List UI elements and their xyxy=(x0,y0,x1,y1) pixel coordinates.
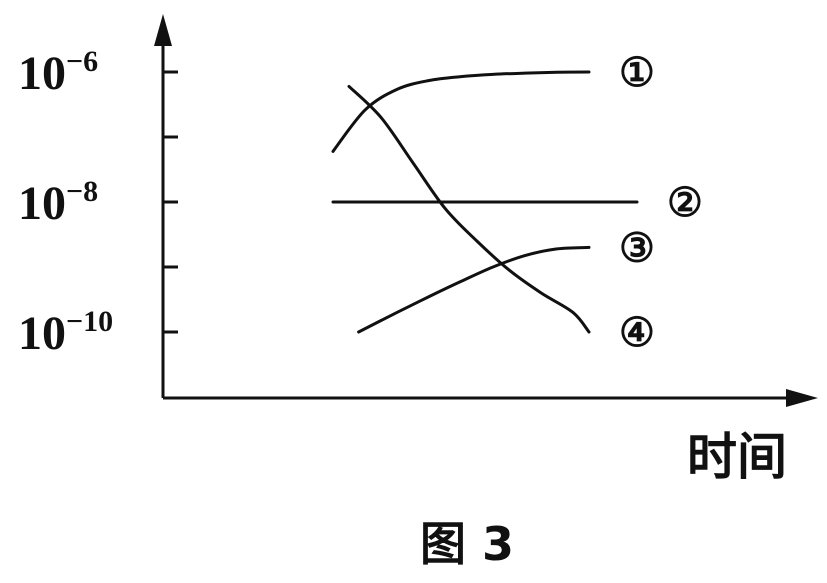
series-group xyxy=(331,70,639,334)
y-axis xyxy=(154,14,172,398)
series-labels: ① ②③ ④ xyxy=(619,50,703,355)
y-tick-exponent: −8 xyxy=(66,175,98,208)
y-tick-label: 10−8 xyxy=(18,175,98,230)
y-tick-label: 10−10 xyxy=(18,305,113,360)
y-tick-label: 10−6 xyxy=(18,45,98,100)
y-ticks: 10−610−810−10 xyxy=(18,45,178,360)
y-tick-base: 10 xyxy=(18,177,66,230)
series-line-4 xyxy=(347,84,591,334)
series-line-3 xyxy=(357,245,591,334)
y-tick-exponent: −6 xyxy=(66,45,98,78)
series-label-3: ③ xyxy=(619,225,655,270)
y-tick-base: 10 xyxy=(18,307,66,360)
x-axis-label: 时间 xyxy=(687,428,787,486)
series-label-1: ① xyxy=(619,50,655,95)
y-tick-base: 10 xyxy=(18,47,66,100)
series-label-2: ② xyxy=(667,180,703,225)
figure-caption: 图 3 xyxy=(420,517,514,571)
y-tick-exponent: −10 xyxy=(66,305,113,338)
x-axis-arrow xyxy=(786,389,818,407)
series-line-1 xyxy=(331,70,591,153)
y-axis-arrow xyxy=(154,14,172,46)
x-axis xyxy=(163,389,818,407)
series-label-4: ④ xyxy=(619,310,655,355)
